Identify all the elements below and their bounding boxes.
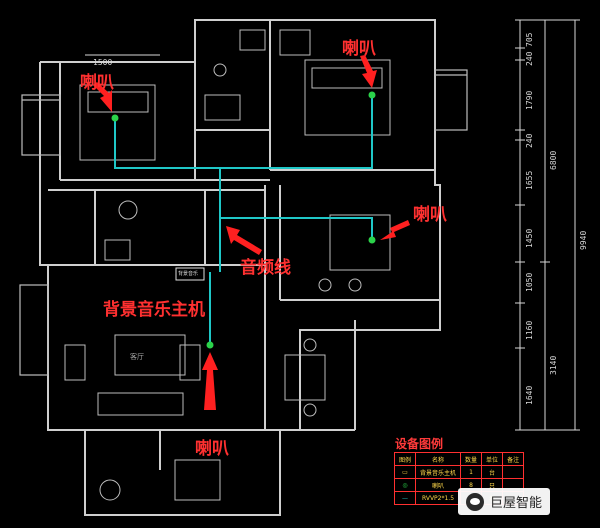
label-music-host: 背景音乐主机 [103, 300, 205, 320]
dim-right-2: 240 [525, 51, 534, 66]
host-box-text: 背景音乐 [178, 271, 199, 277]
label-speaker-mid-right: 喇叭 [413, 205, 447, 225]
legend-cell: — [393, 491, 417, 505]
music-host-box [175, 267, 205, 281]
label-speaker-top-right: 喇叭 [342, 39, 376, 59]
legend-cell: 台 [481, 465, 504, 479]
arrow-top-left [93, 82, 112, 112]
legend-header-row: 图例 名称 数量 单位 备注 [393, 452, 525, 466]
arrow-bottom [202, 352, 218, 410]
dim-total: 9940 [579, 230, 588, 250]
legend-cell: 喇叭 [415, 478, 462, 492]
brand-name: 巨屋智能 [490, 496, 543, 511]
dim-right-1: 705 [525, 32, 534, 47]
brand-logo-icon [466, 492, 484, 511]
audio-cable [114, 95, 373, 345]
dim-right-4: 240 [525, 133, 534, 148]
dim-right-9: 1640 [525, 385, 534, 405]
dim-right-5: 1655 [525, 170, 534, 190]
legend-cell [502, 465, 525, 479]
speaker-top-right [368, 91, 376, 99]
label-audio-cable: 音频线 [240, 258, 291, 278]
legend-cell: 1 [460, 465, 483, 479]
legend-cell: ▭ [393, 465, 417, 479]
legend-row: ▭ 背景音乐主机 1 台 [393, 465, 525, 479]
speaker-mid-right [368, 236, 376, 244]
label-speaker-top-left: 喇叭 [80, 73, 114, 93]
arrow-cable [226, 226, 262, 255]
legend-header: 数量 [460, 452, 483, 466]
brand-badge: 巨屋智能 [458, 488, 551, 515]
dim-outer-1: 6800 [549, 150, 558, 170]
legend-header: 名称 [415, 452, 462, 466]
dimension-lines [85, 19, 580, 431]
legend-header: 备注 [502, 452, 525, 466]
living-room-text: 客厅 [130, 353, 144, 361]
dim-top-width: 1500 [93, 58, 113, 67]
balconies [19, 69, 468, 376]
dim-right-6: 1450 [525, 228, 534, 248]
speakers [111, 91, 376, 349]
legend-title: 设备图例 [395, 437, 444, 451]
legend-cell: RVVP2*1.5 [415, 491, 462, 505]
legend-header: 图例 [393, 452, 417, 466]
arrows [93, 55, 410, 410]
furniture [64, 29, 391, 501]
dim-outer-2: 3140 [549, 355, 558, 375]
arrow-top-right [360, 55, 377, 88]
dim-right-7: 1050 [525, 272, 534, 292]
dim-right-8: 1160 [525, 320, 534, 340]
speaker-bottom [206, 341, 214, 349]
dim-right-3: 1790 [525, 90, 534, 110]
speaker-top-left [111, 114, 119, 122]
legend-cell: 背景音乐主机 [415, 465, 462, 479]
label-speaker-bottom: 喇叭 [195, 439, 229, 459]
legend-header: 单位 [481, 452, 504, 466]
arrow-mid-right [380, 220, 410, 240]
legend-cell: ◎ [393, 478, 417, 492]
